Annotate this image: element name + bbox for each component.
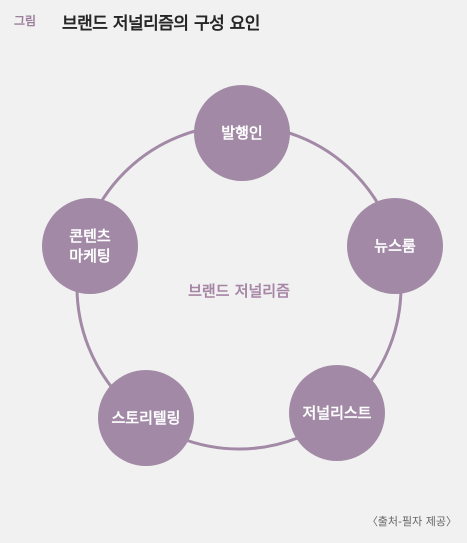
node-circle	[289, 365, 385, 461]
node-circle	[42, 198, 138, 294]
center-label: 브랜드 저널리즘	[188, 282, 290, 300]
figure-title: 브랜드 저널리즘의 구성 요인	[62, 14, 260, 34]
node-circle	[194, 85, 290, 181]
figure-tag: 그림	[14, 14, 37, 28]
node-newsroom: 뉴스룸	[347, 198, 443, 294]
node-journalist: 저널리스트	[289, 365, 385, 461]
node-label: 마케팅	[69, 247, 110, 265]
node-storytelling: 스토리텔링	[98, 370, 194, 466]
node-publisher: 발행인	[194, 85, 290, 181]
node-label: 저널리스트	[302, 404, 371, 422]
node-label: 스토리텔링	[111, 409, 180, 427]
node-label: 발행인	[221, 124, 262, 142]
node-circle	[98, 370, 194, 466]
node-label: 콘텐츠	[69, 227, 111, 245]
source-note: 〈출처-필자 제공〉	[366, 515, 457, 528]
node-label: 뉴스룸	[374, 237, 416, 255]
node-circle	[347, 198, 443, 294]
